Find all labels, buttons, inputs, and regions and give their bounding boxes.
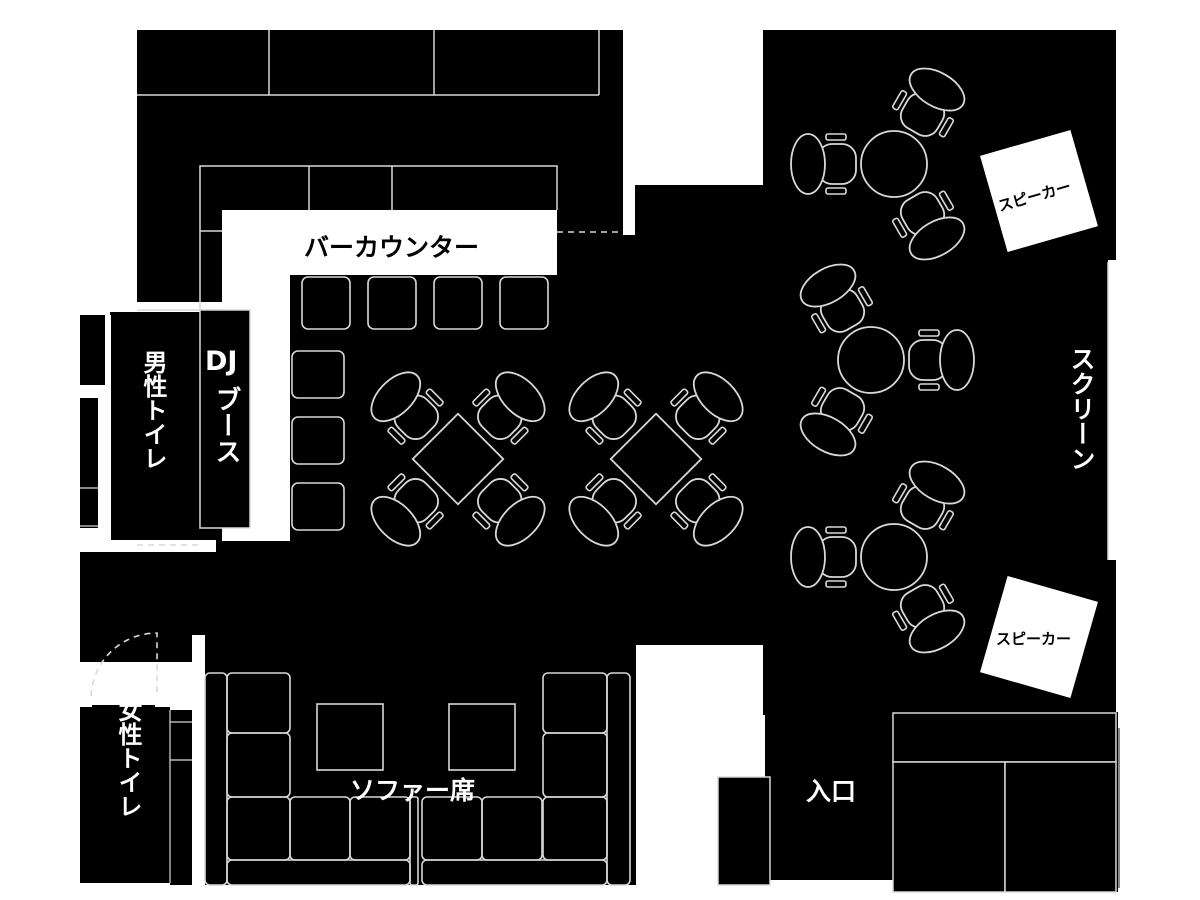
square-table-1: [361, 362, 555, 556]
round-table-3: [790, 451, 973, 663]
screen-label: スクリーン: [1067, 346, 1096, 471]
womens-toilet-door-swing: [90, 632, 158, 697]
dj-booth-label-bottom: ブース: [211, 386, 241, 464]
entrance-storage: [892, 712, 1117, 893]
square-table-2: [559, 362, 753, 556]
speaker-bottom-label: スピーカー: [996, 630, 1072, 648]
round-table-1: [790, 58, 973, 270]
entrance-label: 入口: [806, 777, 857, 806]
entrance-cabinet: [717, 776, 771, 886]
dj-booth: [199, 309, 251, 529]
sofa-seating: [204, 672, 631, 886]
back-shelves: [137, 30, 600, 96]
sofa-seats-label: ソファー席: [350, 776, 476, 805]
bar-counter-top: [222, 210, 557, 275]
bar-stools: [291, 276, 549, 531]
round-table-2: [792, 254, 975, 466]
mens-toilet-label: 男性トイレ: [139, 350, 167, 470]
speaker-bottom-shape: [980, 575, 1098, 699]
womens-toilet-label: 女性トイレ: [114, 698, 142, 818]
bar-counter-label: バーカウンター: [304, 233, 480, 262]
dj-booth-label-top: DJ: [205, 346, 238, 377]
speaker-top-shape: [980, 129, 1098, 253]
